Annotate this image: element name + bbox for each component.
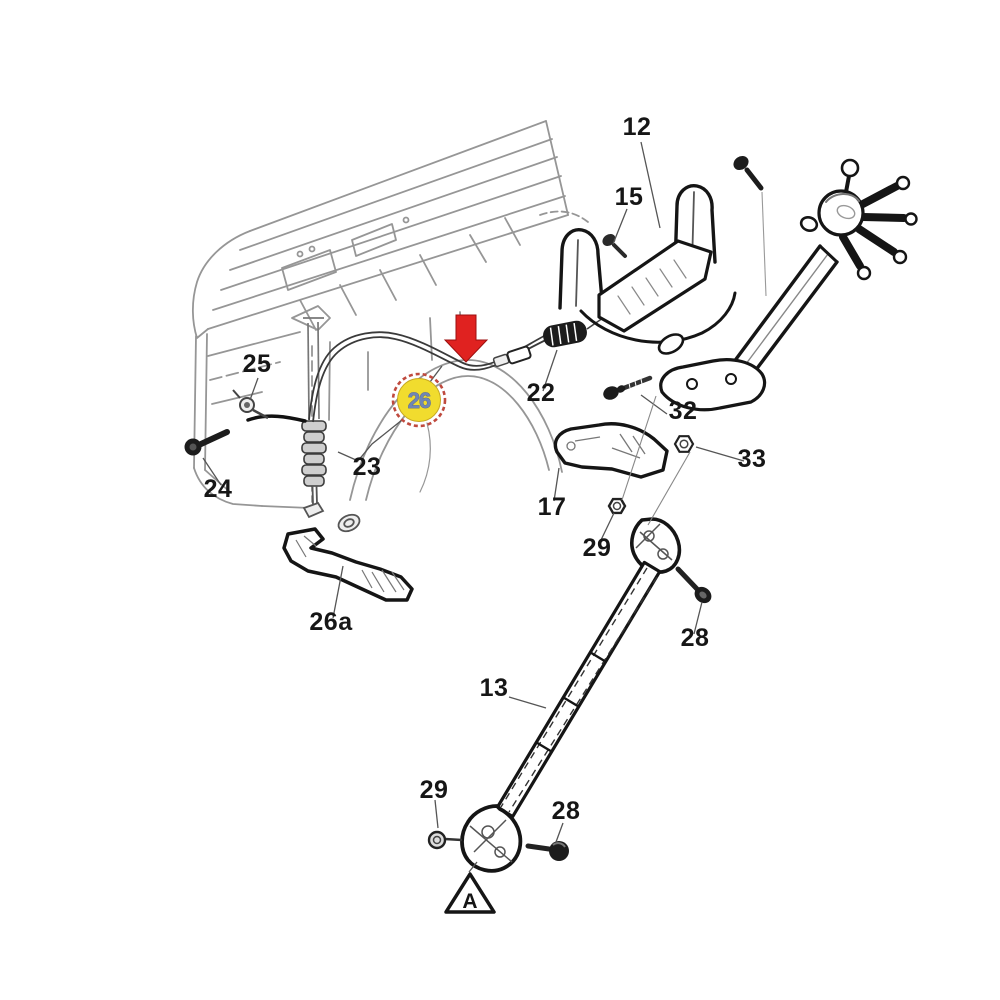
bolt-28-lower xyxy=(525,841,569,861)
part-label-29-upper: 29 xyxy=(583,534,612,562)
highlight-part-number: 26 xyxy=(408,388,431,413)
part-labels: 12 15 25 22 32 33 23 24 17 29 26a 28 13 … xyxy=(204,113,767,825)
nut-33 xyxy=(673,435,695,453)
column-top-switch-cluster xyxy=(799,158,918,281)
leader-lines xyxy=(202,141,745,873)
part-label-25: 25 xyxy=(243,350,272,378)
highlight-ring xyxy=(391,372,447,428)
datum-triangle: A xyxy=(444,872,496,914)
part-label-13: 13 xyxy=(480,674,509,702)
bracket-26a xyxy=(282,527,414,602)
highlight-disc xyxy=(397,378,441,422)
body-panel-linework xyxy=(191,120,589,509)
part-label-33: 33 xyxy=(738,445,767,473)
part-label-29-lower: 29 xyxy=(420,776,449,804)
nut-29-upper xyxy=(607,497,627,515)
part-label-32: 32 xyxy=(669,397,698,425)
part-label-12: 12 xyxy=(623,113,652,141)
bolt-32 xyxy=(603,375,653,400)
part-label-15: 15 xyxy=(615,183,644,211)
bracket-17 xyxy=(553,422,669,479)
cable-lever-pivot xyxy=(232,389,269,420)
datum-letter: A xyxy=(462,890,477,913)
bolt-top-right xyxy=(733,155,767,297)
cable-short-dark-segment xyxy=(246,414,307,423)
part-label-28-upper: 28 xyxy=(681,624,710,652)
cable-end-fitting xyxy=(492,345,532,368)
part-label-23: 23 xyxy=(353,453,382,481)
steering-column-assembly xyxy=(558,184,839,412)
part-label-24: 24 xyxy=(204,475,233,503)
firewall-shaft-and-boot xyxy=(301,317,361,533)
accordion-boot xyxy=(301,420,327,487)
highlight-callout: 26 xyxy=(391,372,447,428)
intermediate-shaft-13 xyxy=(444,517,682,873)
part-label-17: 17 xyxy=(538,493,567,521)
stud-15 xyxy=(602,233,627,258)
part-label-22: 22 xyxy=(527,379,556,407)
nut-29-lower xyxy=(427,830,447,850)
part-label-26a: 26a xyxy=(309,608,353,636)
red-pointer-arrow xyxy=(443,314,489,363)
part-label-28-lower: 28 xyxy=(552,797,581,825)
bolt-28-upper xyxy=(675,566,712,604)
bolt-24 xyxy=(184,429,230,456)
